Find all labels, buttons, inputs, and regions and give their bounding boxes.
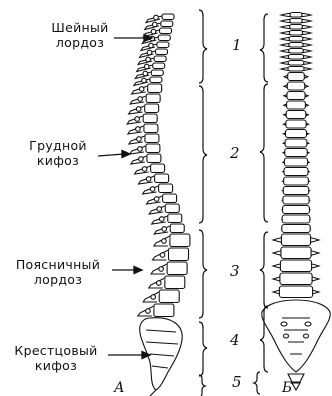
- thoracic-line1: Грудной: [18, 138, 98, 153]
- anterior-braces: [254, 14, 268, 394]
- lumbar-line1: Поясничный: [6, 257, 110, 272]
- lateral-vertebra: [149, 204, 179, 214]
- lateral-vertebra: [129, 104, 159, 114]
- sacral-arrow: [108, 352, 150, 359]
- anterior-vertebra: [283, 130, 308, 138]
- lateral-vertebra: [129, 134, 159, 144]
- anterior-vertebra: [281, 55, 311, 60]
- sacral-line1: Крестцовый: [4, 343, 108, 358]
- anterior-vertebra: [273, 286, 319, 298]
- lateral-vertebra: [143, 184, 173, 194]
- anterior-vertebra: [273, 247, 319, 259]
- section-number-1: 1: [232, 38, 242, 53]
- anterior-vertebra: [281, 67, 311, 72]
- anterior-vertebra: [284, 73, 308, 81]
- brace-sacral: [199, 322, 207, 376]
- anterior-vertebra: [282, 215, 310, 223]
- lateral-vertebra: [147, 194, 177, 204]
- lateral-spine-view: [127, 14, 190, 396]
- lateral-vertebra: [130, 144, 160, 154]
- anterior-vertebra: [283, 168, 309, 176]
- anterior-vertebra: [273, 260, 319, 272]
- anterior-vertebra: [273, 273, 319, 285]
- anterior-sacrum: [262, 300, 331, 372]
- lateral-vertebra: [131, 154, 161, 164]
- thoracic-arrow: [98, 151, 130, 158]
- lateral-vertebra: [152, 214, 182, 224]
- brace-b-5: [254, 372, 260, 394]
- brace-b-3: [260, 232, 268, 308]
- brace-lumbar: [199, 230, 207, 318]
- anterior-vertebra: [283, 177, 310, 185]
- anterior-vertebra: [281, 31, 311, 36]
- lateral-braces: [199, 10, 207, 396]
- lumbar-lordosis-label: Поясничный лордоз: [6, 257, 110, 287]
- cervical-line1: Шейный: [40, 20, 120, 35]
- cervical-line2: лордоз: [40, 35, 120, 50]
- anterior-vertebra: [281, 49, 311, 54]
- lumbar-line2: лордоз: [6, 272, 110, 287]
- brace-b-1: [260, 14, 268, 82]
- anterior-vertebra: [284, 101, 308, 109]
- cervical-lordosis-label: Шейный лордоз: [40, 20, 120, 50]
- lateral-vertebra: [151, 262, 187, 275]
- view-letter-a: А: [114, 381, 125, 395]
- brace-cervical: [199, 10, 207, 83]
- anterior-vertebra: [282, 225, 310, 233]
- sacral-kyphosis-label: Крестцовый кифоз: [4, 343, 108, 373]
- anterior-spine-view: [262, 13, 331, 391]
- thoracic-line2: кифоз: [18, 153, 98, 168]
- section-number-4: 4: [230, 333, 240, 348]
- view-letter-b: Б: [282, 381, 292, 395]
- brace-thoracic: [199, 86, 207, 223]
- brace-b-2: [260, 84, 268, 222]
- lateral-vertebra: [143, 290, 179, 303]
- anterior-vertebra: [281, 37, 311, 42]
- anterior-vertebra: [282, 206, 309, 214]
- lumbar-arrow: [112, 267, 142, 274]
- section-number-3: 3: [230, 264, 240, 279]
- anterior-vertebra: [281, 13, 311, 18]
- lateral-vertebra: [127, 114, 157, 124]
- lateral-vertebra: [139, 174, 169, 184]
- lateral-vertebra: [149, 276, 185, 289]
- lateral-vertebra: [154, 234, 190, 247]
- lateral-vertebra: [153, 248, 189, 261]
- section-number-5: 5: [232, 375, 242, 390]
- lateral-vertebra: [138, 304, 174, 317]
- anterior-vertebra: [282, 196, 309, 204]
- anterior-vertebra: [281, 19, 311, 24]
- anterior-vertebra: [283, 187, 310, 195]
- anterior-vertebra: [281, 25, 311, 30]
- anterior-vertebra: [284, 111, 309, 119]
- lateral-vertebra: [128, 124, 158, 134]
- brace-coccyx: [199, 375, 205, 396]
- thoracic-kyphosis-label: Грудной кифоз: [18, 138, 98, 168]
- lateral-vertebra: [154, 224, 184, 234]
- anterior-vertebra: [284, 82, 308, 90]
- anterior-vertebra: [283, 158, 309, 166]
- section-number-2: 2: [230, 146, 240, 161]
- sacral-line2: кифоз: [4, 358, 108, 373]
- anterior-vertebra: [283, 120, 308, 128]
- anterior-vertebra: [281, 61, 311, 66]
- anterior-vertebra: [283, 139, 309, 147]
- lateral-vertebra: [135, 164, 165, 174]
- lateral-vertebra: [130, 94, 160, 104]
- anterior-vertebra: [284, 92, 308, 100]
- anterior-vertebra: [281, 43, 311, 48]
- anterior-vertebra: [273, 234, 319, 246]
- anterior-vertebra: [283, 149, 309, 157]
